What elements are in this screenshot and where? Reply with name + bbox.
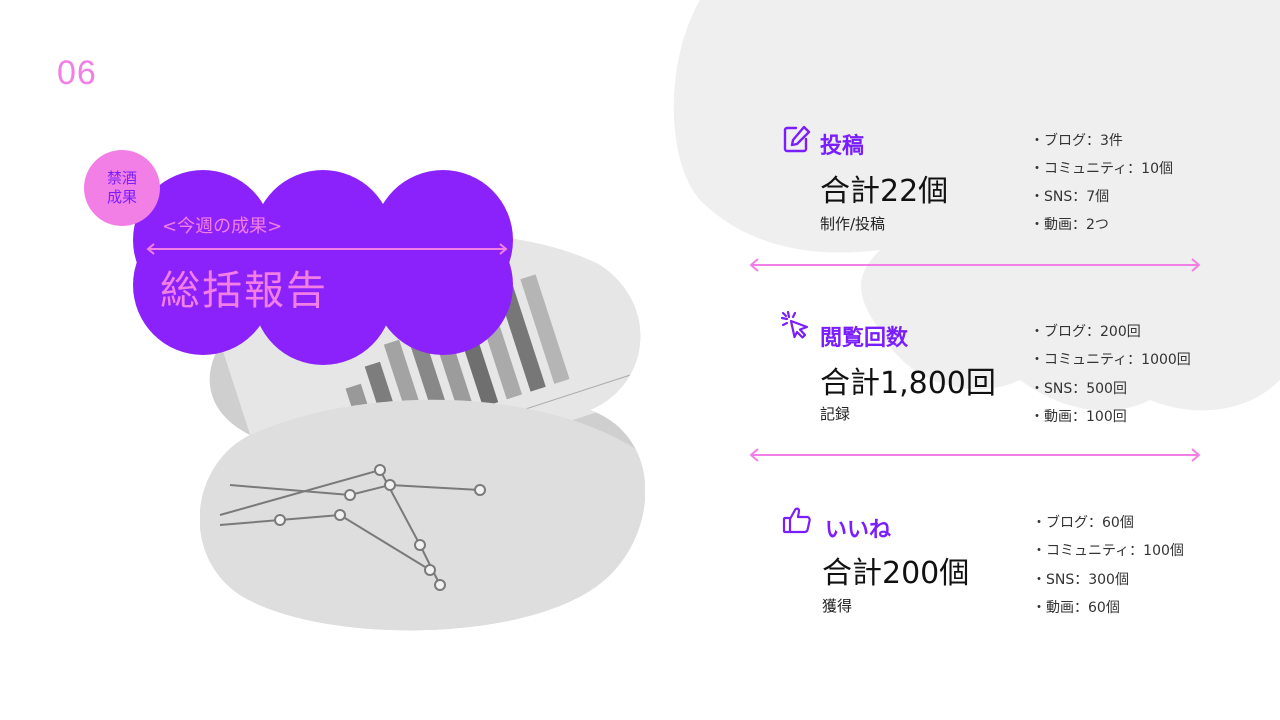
detail-item: ・SNS：500回 (1030, 381, 1127, 397)
section-heading-posts: 投稿 (820, 134, 865, 159)
detail-item: ・動画：2つ (1030, 217, 1109, 233)
section-sub-posts: 制作/投稿 (820, 215, 886, 233)
detail-item: ・ブログ：60個 (1032, 515, 1134, 531)
edit-icon (782, 124, 812, 154)
detail-item: ・コミュニティ：1000回 (1030, 352, 1191, 368)
page-number: 06 (57, 54, 97, 92)
detail-item: ・SNS：7個 (1030, 189, 1110, 205)
page-title: 総括報告 (160, 268, 328, 314)
section-heading-views: 閲覧回数 (820, 326, 909, 351)
badge-line-1: 禁酒 (106, 169, 137, 187)
badge: 禁酒 成果 (84, 150, 160, 226)
detail-item: ・SNS：300個 (1032, 572, 1129, 588)
detail-item: ・コミュニティ：100個 (1032, 543, 1184, 559)
detail-item: ・動画：100回 (1030, 409, 1127, 425)
thumbs-up-icon (782, 505, 812, 535)
detail-item: ・動画：60個 (1032, 600, 1120, 616)
detail-item: ・ブログ：200回 (1030, 324, 1141, 340)
section-sub-views: 記録 (820, 405, 851, 423)
section-heading-likes: いいね (825, 518, 892, 543)
section-total-posts: 合計22個 (820, 174, 949, 209)
title-subtitle: <今週の成果> (162, 216, 283, 237)
section-total-likes: 合計200個 (822, 556, 970, 591)
detail-item: ・ブログ：3件 (1030, 133, 1123, 149)
detail-item: ・コミュニティ：10個 (1030, 161, 1173, 177)
cursor-click-icon (780, 310, 810, 340)
badge-line-2: 成果 (106, 188, 137, 206)
section-total-views: 合計1,800回 (820, 366, 996, 401)
title-arrow-line (146, 243, 508, 255)
section-sub-likes: 獲得 (822, 597, 853, 615)
section-divider (749, 448, 1201, 462)
section-divider (749, 258, 1201, 272)
